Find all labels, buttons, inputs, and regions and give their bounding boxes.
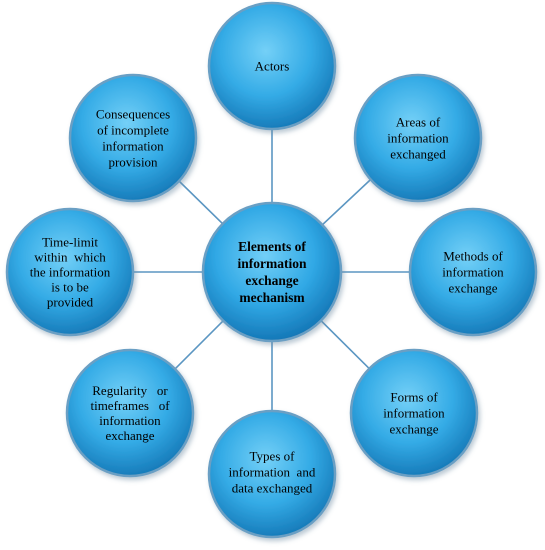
label-line: of incomplete bbox=[97, 123, 169, 138]
label-line: the information bbox=[30, 265, 111, 280]
label-line: mechanism bbox=[239, 290, 305, 305]
label-line: information bbox=[387, 131, 449, 146]
label-line: information bbox=[383, 406, 445, 421]
label-line: Forms of bbox=[390, 390, 438, 405]
label-line: Methods of bbox=[443, 249, 503, 264]
label-line: Consequences bbox=[96, 107, 170, 122]
label-line: information bbox=[238, 256, 307, 271]
label-line: exchange bbox=[245, 273, 298, 288]
label-line: Actors bbox=[255, 59, 290, 74]
label-line: exchange bbox=[448, 281, 497, 296]
label-line: information bbox=[102, 139, 164, 154]
node-actors: Actors bbox=[207, 1, 337, 131]
center-node-label: Elements of information exchange mechanism bbox=[238, 239, 307, 305]
label-line: Time-limit bbox=[42, 235, 98, 250]
label-line: data exchanged bbox=[232, 481, 313, 496]
label-line: within which bbox=[34, 250, 106, 265]
label-line: Regularity or bbox=[92, 383, 168, 398]
label-line: information and bbox=[229, 465, 316, 480]
label-line: information bbox=[442, 265, 504, 280]
center-node: Elements of information exchange mechanism bbox=[201, 201, 343, 343]
label-line: exchange bbox=[389, 422, 438, 437]
label-line: exchange bbox=[105, 428, 154, 443]
label-line: information bbox=[99, 413, 161, 428]
label-line: timeframes of bbox=[90, 398, 170, 413]
label-line: exchanged bbox=[390, 147, 446, 162]
label-line: provided bbox=[47, 295, 94, 310]
label-line: Areas of bbox=[396, 115, 441, 130]
label-line: Types of bbox=[250, 449, 296, 464]
label-line: is to be bbox=[51, 280, 89, 295]
label-line: provision bbox=[108, 155, 158, 170]
label-line: Elements of bbox=[238, 239, 306, 254]
node-actors-label: Actors bbox=[255, 59, 290, 74]
